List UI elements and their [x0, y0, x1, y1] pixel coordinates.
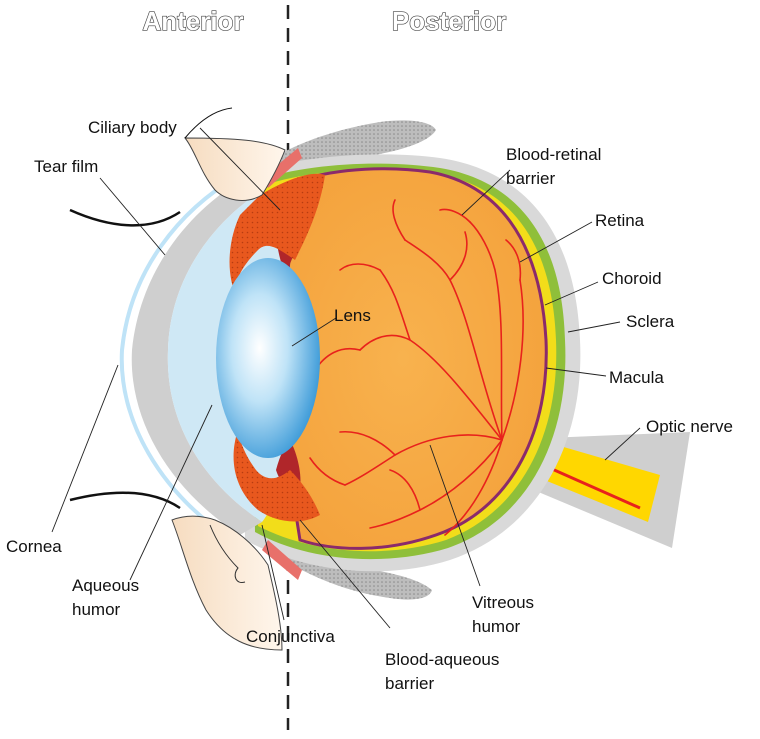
leader-conjunctiva: [261, 524, 285, 621]
leader-lens: [291, 317, 337, 347]
label-blood-retinal-line1: Blood-retinal: [506, 145, 601, 164]
conjunctiva-lower: [262, 540, 302, 580]
meibomian-gland: [209, 524, 246, 584]
label-aqueous-humor-line2: humor: [72, 600, 121, 619]
leader-retina: [519, 221, 593, 263]
leader-aqueous: [129, 404, 213, 581]
label-tear-film: Tear film: [34, 157, 98, 176]
label-aqueous-humor-line1: Aqueous: [72, 576, 139, 595]
label-blood-retinal-line2: barrier: [506, 169, 555, 188]
upper-lid-skin-line: [184, 107, 233, 139]
label-blood-aqueous-line1: Blood-aqueous: [385, 650, 499, 669]
leader-optic-nerve: [604, 427, 641, 461]
label-blood-aqueous-line2: barrier: [385, 674, 434, 693]
lower-eyelash: [69, 491, 181, 510]
retinal-vessels: [309, 199, 524, 536]
leader-ciliary-body: [199, 127, 281, 211]
tear-film: [119, 174, 240, 542]
label-choroid: Choroid: [602, 269, 662, 288]
leader-tear-film: [99, 177, 166, 256]
cornea-outer: [131, 178, 262, 535]
label-retina: Retina: [595, 211, 645, 230]
upper-eyelash: [69, 208, 181, 227]
label-vitreous-humor-line1: Vitreous: [472, 593, 534, 612]
ciliary-body-upper: [229, 173, 325, 300]
label-macula: Macula: [609, 368, 664, 387]
anterior-header: Anterior: [142, 6, 243, 36]
label-optic-nerve: Optic nerve: [646, 417, 733, 436]
leader-choroid: [544, 281, 599, 306]
label-conjunctiva: Conjunctiva: [246, 627, 335, 646]
label-cornea: Cornea: [6, 537, 62, 556]
label-lens: Lens: [334, 306, 371, 325]
leader-cornea: [51, 364, 119, 533]
posterior-header: Posterior: [392, 6, 506, 36]
lower-eyelid: [171, 515, 283, 651]
ciliary-body-lower: [233, 430, 320, 522]
label-ciliary-body: Ciliary body: [88, 118, 177, 137]
label-vitreous-humor-line2: humor: [472, 617, 521, 636]
leader-vitreous: [429, 444, 481, 587]
leader-blood-aqueous: [299, 519, 391, 629]
label-sclera: Sclera: [626, 312, 675, 331]
leader-macula: [545, 367, 607, 377]
leader-blood-retinal: [461, 169, 511, 216]
leader-sclera: [567, 321, 621, 333]
lens: [216, 258, 320, 458]
